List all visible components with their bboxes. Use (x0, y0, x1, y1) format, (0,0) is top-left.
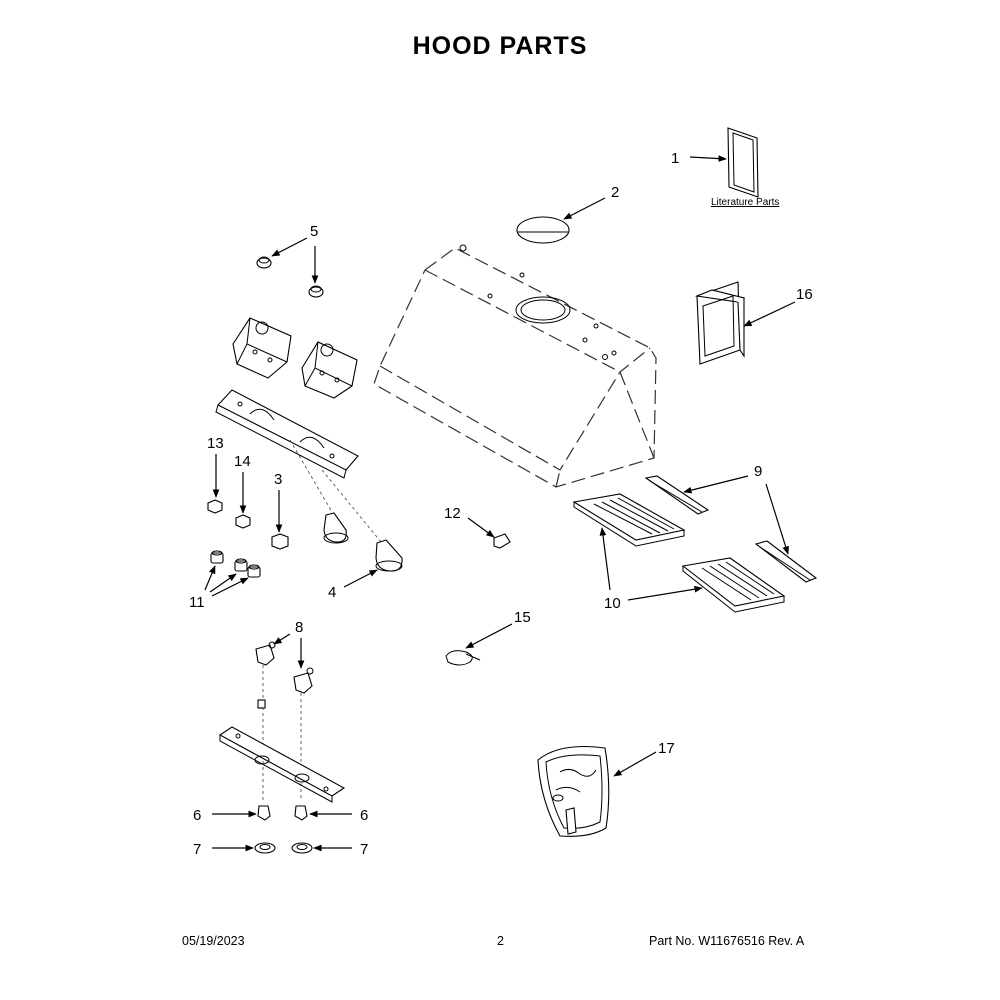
grease-filter-1 (572, 493, 686, 547)
lamp-bulb-1 (257, 805, 271, 821)
hardware-bag (537, 745, 610, 837)
lamp-bracket (218, 726, 346, 803)
leader-16 (743, 301, 796, 327)
callout-13: 13 (207, 435, 224, 452)
switch-2 (234, 558, 248, 572)
callout-11: 11 (189, 594, 205, 611)
callout-7-left: 7 (193, 841, 201, 858)
literature-booklet (727, 127, 759, 198)
blower-housing-left (232, 317, 292, 379)
leader-9b (765, 483, 789, 555)
literature-parts-label: Literature Parts (711, 197, 779, 208)
lamp-bulb-2 (294, 805, 308, 821)
light-socket-2 (293, 667, 314, 694)
callout-15: 15 (514, 609, 531, 626)
leader-15 (465, 623, 513, 649)
leader-12 (467, 517, 495, 538)
control-panel (215, 389, 359, 479)
footer-part-number: Part No. W11676516 Rev. A (649, 934, 805, 948)
light-socket-1 (255, 641, 276, 666)
callout-6-left: 6 (193, 807, 201, 824)
wire-harness (445, 650, 481, 666)
callout-9: 9 (754, 463, 762, 480)
callout-5: 5 (310, 223, 318, 240)
page-title: HOOD PARTS (412, 32, 588, 60)
control-knob-2 (308, 285, 324, 298)
lamp-trim-ring-1 (254, 842, 276, 854)
hood-body (373, 244, 657, 488)
leader-11b (209, 573, 237, 593)
leader-11c (211, 577, 249, 597)
leader-17 (613, 751, 657, 777)
leader-11a (204, 565, 216, 591)
callout-16: 16 (796, 286, 813, 303)
switch-3 (247, 564, 261, 578)
small-component-13 (207, 499, 223, 514)
callout-14: 14 (234, 453, 251, 470)
leader-10a (599, 527, 611, 591)
footer-date: 05/19/2023 (182, 934, 245, 948)
leader-10b (627, 585, 703, 601)
leader-8a (273, 633, 291, 645)
filter-rail-2 (754, 540, 818, 583)
small-component-14 (235, 514, 251, 529)
callout-10: 10 (604, 595, 621, 612)
callout-7-right: 7 (360, 841, 368, 858)
leader-4 (343, 569, 378, 588)
callout-1: 1 (671, 150, 679, 167)
footer-page-number: 2 (497, 934, 504, 948)
callout-3: 3 (274, 471, 282, 488)
leader-9a (683, 475, 749, 494)
leader-5a (271, 237, 308, 257)
lamp-trim-ring-2 (291, 842, 313, 854)
control-knob-1 (256, 256, 272, 269)
small-component-12 (493, 533, 511, 549)
damper-disc (516, 216, 570, 244)
callout-17: 17 (658, 740, 675, 757)
leader-2 (563, 197, 606, 220)
electrical-box (694, 281, 746, 365)
blower-housing-right (301, 341, 358, 399)
callout-4: 4 (328, 584, 336, 601)
grease-filter-2 (681, 557, 786, 613)
callout-8: 8 (295, 619, 303, 636)
switch-1 (210, 550, 224, 564)
light-lens-2 (375, 539, 403, 572)
callout-6-right: 6 (360, 807, 368, 824)
leader-1 (689, 155, 727, 162)
callout-2: 2 (611, 184, 619, 201)
light-lens-1 (323, 512, 349, 544)
small-component-3 (271, 533, 289, 550)
callout-12: 12 (444, 505, 461, 522)
filter-rail-1 (644, 475, 710, 515)
